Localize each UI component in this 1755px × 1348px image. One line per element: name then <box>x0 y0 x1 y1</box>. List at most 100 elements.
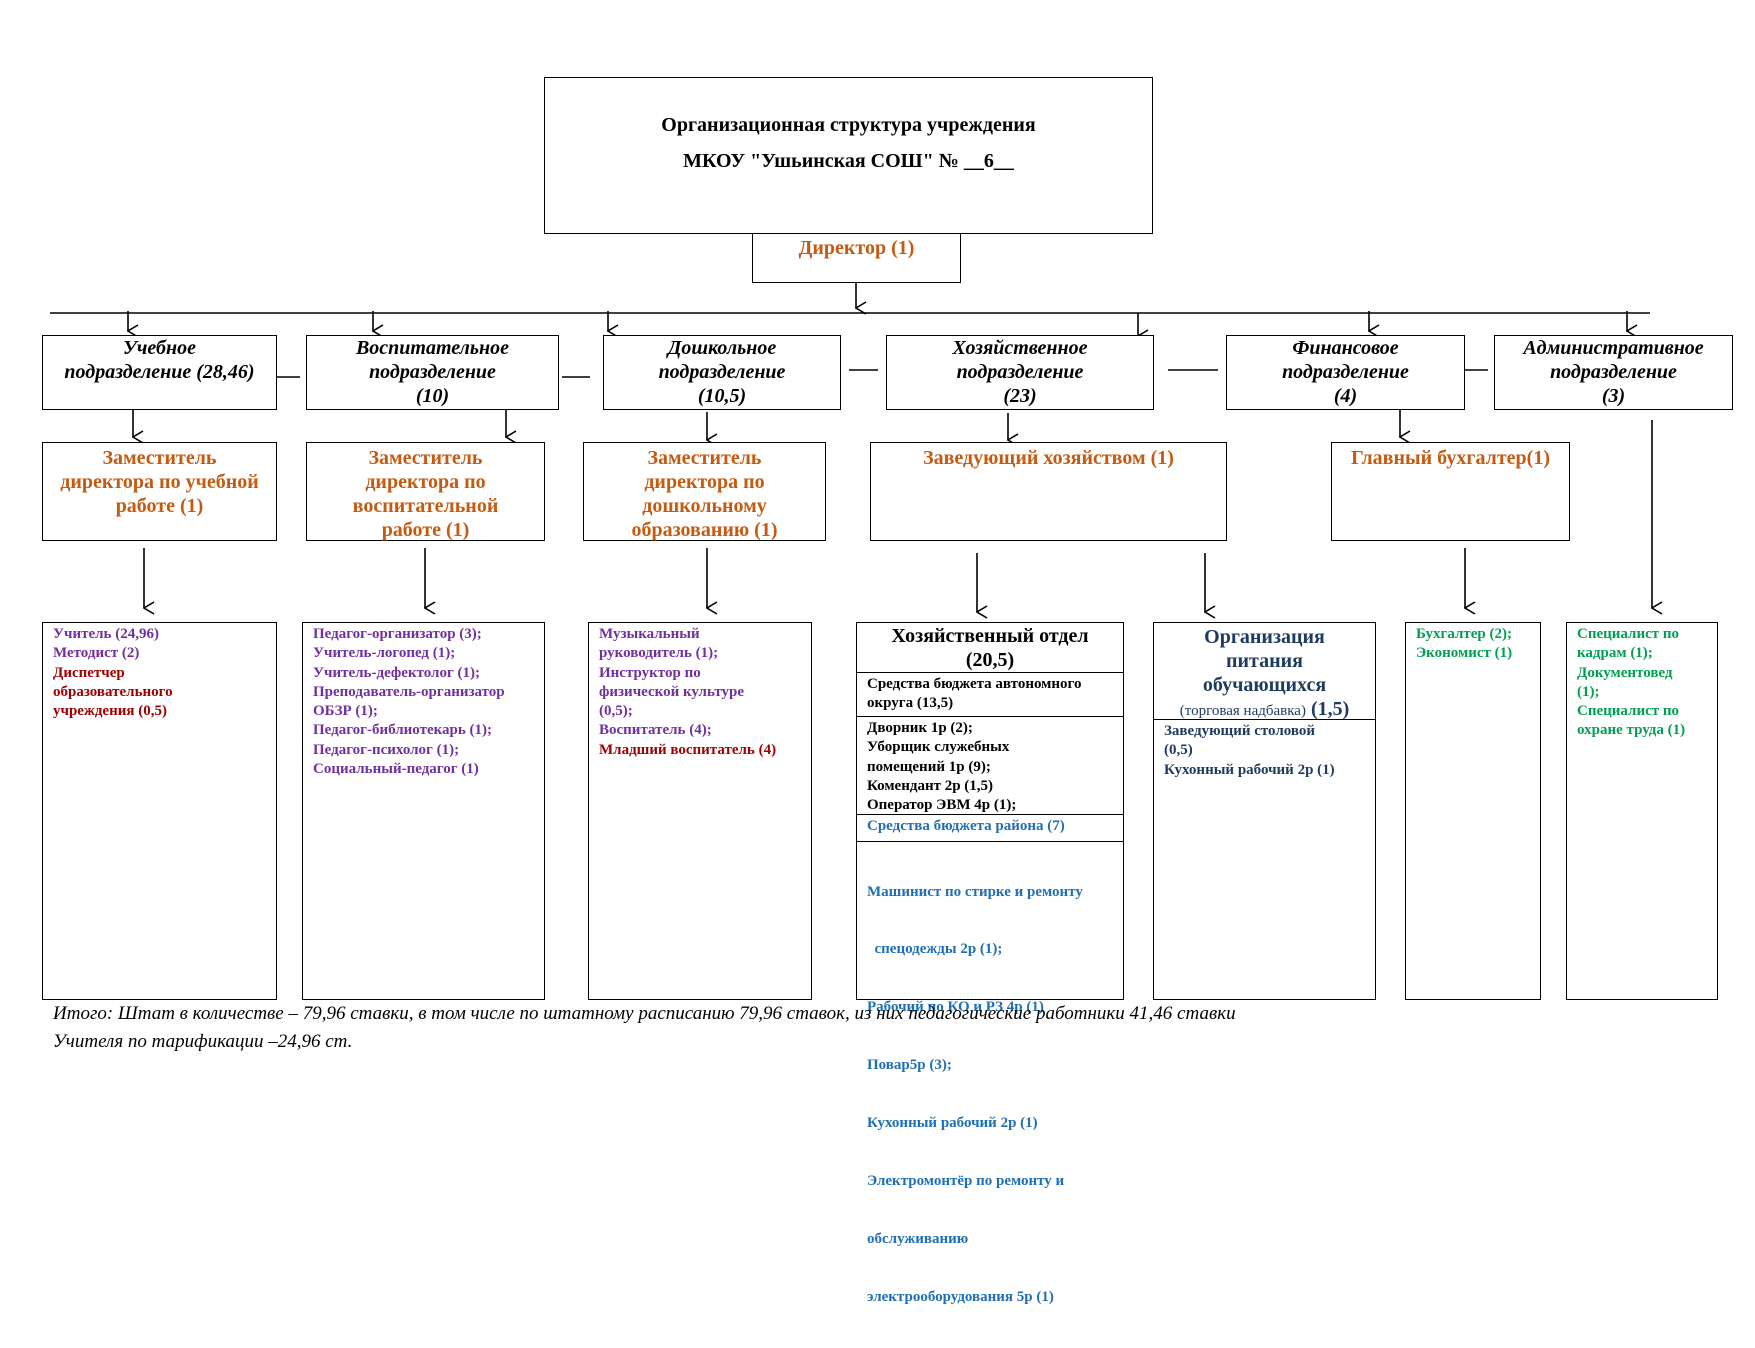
staff-upbringing-item: Педагог-библиотекарь (1); <box>313 722 493 739</box>
household-item: Комендант 2р (1,5) <box>867 777 994 794</box>
staff-study-item: учреждения (0,5) <box>53 703 167 720</box>
deputy-study-line2: директора по учебной <box>60 471 259 493</box>
catering-positions: Заведующий столовой (0,5) Кухонный рабоч… <box>1154 719 1375 782</box>
finance-item: Экономист (1) <box>1416 645 1513 662</box>
finance-item: Бухгалтер (2); <box>1416 626 1513 642</box>
catering-title-line2: питания <box>1226 650 1303 672</box>
deputy-upbringing-line4: работе (1) <box>381 519 470 541</box>
staff-upbringing-item: Социальный-педагог (1) <box>313 761 479 778</box>
household-item: обслуживанию <box>867 1230 969 1247</box>
catering-item: (0,5) <box>1164 742 1193 759</box>
division-household-line2: подразделение <box>956 361 1084 383</box>
admin-item: кадрам (1); <box>1577 645 1653 662</box>
household-item: Средства бюджета района (7) <box>867 818 1065 834</box>
catering-subtitle: (торговая надбавка) (1,5) <box>1154 697 1375 723</box>
staff-upbringing-box: Педагог-организатор (3); Учитель-логопед… <box>302 622 545 1000</box>
staff-study-item: Методист (2) <box>53 645 140 662</box>
deputy-upbringing: Заместитель директора по воспитательной … <box>306 442 545 541</box>
staff-preschool-item: Воспитатель (4); <box>599 722 712 739</box>
household-item: Уборщик служебных <box>867 739 1010 756</box>
staff-preschool-item: Музыкальный <box>599 626 700 642</box>
division-upbringing-line2: подразделение <box>369 361 496 383</box>
deputy-household: Заведующий хозяйством (1) <box>870 442 1227 541</box>
staff-preschool-item: физической культуре <box>599 683 744 700</box>
household-title-line2: (20,5) <box>965 649 1015 671</box>
director-label: Директор (1) <box>798 237 915 259</box>
staff-preschool-item: (0,5); <box>599 703 633 720</box>
staff-household-box: Хозяйственный отдел (20,5) Средства бюдж… <box>856 622 1124 1305</box>
admin-item: (1); <box>1577 683 1600 700</box>
household-item: округа (13,5) <box>867 695 954 712</box>
deputy-study-line1: Заместитель <box>102 447 217 469</box>
staff-admin-box: Специалист по кадрам (1); Документовед (… <box>1566 622 1718 1000</box>
deputy-preschool-line1: Заместитель <box>647 447 762 469</box>
admin-item: Специалист по <box>1577 626 1680 642</box>
catering-subtitle-small: (торговая надбавка) <box>1179 703 1306 719</box>
staff-study-item: Учитель (24,96) <box>53 626 159 642</box>
staff-upbringing-item: Педагог-психолог (1); <box>313 741 460 758</box>
admin-item: Документовед <box>1577 664 1673 681</box>
staff-study-box: Учитель (24,96) Методист (2) Диспетчер о… <box>42 622 277 1000</box>
staff-upbringing-item: ОБЗР (1); <box>313 703 378 720</box>
household-item: Рабочий по КО и РЗ 4р (1) <box>867 999 1044 1016</box>
division-upbringing-line1: Воспитательное <box>355 337 510 359</box>
catering-title: Организация питания обучающихся (торгова… <box>1154 623 1375 720</box>
household-section-autonomous: Средства бюджета автономного округа (13,… <box>857 672 1123 716</box>
division-preschool-line3: (10,5) <box>697 385 747 407</box>
connector-lines <box>50 282 1755 1241</box>
household-section-district: Средства бюджета района (7) <box>857 814 1123 841</box>
staff-preschool-item: Инструктор по <box>599 664 701 681</box>
deputy-preschool-line4: образованию (1) <box>631 519 778 541</box>
household-section-positions: Дворник 1р (2); Уборщик служебных помеще… <box>857 716 1123 814</box>
deputy-upbringing-line3: воспитательной <box>352 495 499 517</box>
household-item: Повар5р (3); <box>867 1057 952 1074</box>
title-line-1: Организационная структура учреждения <box>661 114 1036 136</box>
deputy-upbringing-line2: директора по <box>365 471 486 493</box>
division-admin-line1: Административное <box>1523 337 1704 359</box>
deputy-preschool-line3: дошкольному <box>642 495 767 517</box>
catering-title-line3: обучающихся <box>1202 674 1327 696</box>
deputy-finance-line1: Главный бухгалтер(1) <box>1350 447 1550 469</box>
deputy-upbringing-line1: Заместитель <box>368 447 483 469</box>
admin-item: охране труда (1) <box>1577 722 1686 739</box>
division-finance: Финансовое подразделение (4) <box>1226 335 1465 410</box>
division-preschool-line1: Дошкольное <box>667 337 777 359</box>
staff-study-item: образовательного <box>53 683 173 700</box>
household-item: электрооборудования 5р (1) <box>867 1288 1054 1305</box>
staff-preschool-item: Младший воспитатель (4) <box>599 741 777 758</box>
catering-title-line1: Организация <box>1204 626 1325 648</box>
division-household-line1: Хозяйственное <box>952 337 1088 359</box>
household-item: спецодежды 2р (1); <box>867 941 1003 958</box>
deputy-preschool: Заместитель директора по дошкольному обр… <box>583 442 826 541</box>
division-upbringing: Воспитательное подразделение (10) <box>306 335 559 410</box>
catering-subtitle-big: (1,5) <box>1305 698 1350 720</box>
deputy-study-line3: работе (1) <box>115 495 204 517</box>
title-line-2: МКОУ "Ушьинская СОШ" № __6__ <box>683 150 1014 172</box>
household-item: Оператор ЭВМ 4р (1); <box>867 797 1017 814</box>
staff-upbringing-item: Преподаватель-организатор <box>313 683 505 700</box>
division-admin-line2: подразделение <box>1550 361 1677 383</box>
division-study-line2: подразделение (28,46) <box>64 361 255 383</box>
division-upbringing-line3: (10) <box>415 385 450 407</box>
staff-catering-box: Организация питания обучающихся (торгова… <box>1153 622 1376 1000</box>
division-finance-line1: Финансовое <box>1292 337 1399 359</box>
staff-preschool-box: Музыкальный руководитель (1); Инструктор… <box>588 622 812 1000</box>
division-study-line1: Учебное <box>123 337 196 359</box>
catering-item: Заведующий столовой <box>1164 723 1316 739</box>
admin-item: Специалист по <box>1577 703 1680 720</box>
division-household-line3: (23) <box>1003 385 1037 407</box>
director-box: Директор (1) <box>752 233 961 283</box>
household-item: помещений 1р (9); <box>867 758 991 775</box>
division-admin-line3: (3) <box>1601 385 1626 407</box>
deputy-household-line1: Заведующий хозяйством (1) <box>923 447 1174 469</box>
catering-item: Кухонный рабочий 2р (1) <box>1164 761 1335 778</box>
division-finance-line3: (4) <box>1333 385 1358 407</box>
title-box: Организационная структура учреждения МКО… <box>544 77 1153 234</box>
staff-preschool-item: руководитель (1); <box>599 645 719 662</box>
staff-upbringing-item: Учитель-дефектолог (1); <box>313 664 481 681</box>
division-household: Хозяйственное подразделение (23) <box>886 335 1154 410</box>
household-item: Электромонтёр по ремонту и <box>867 1173 1065 1190</box>
staff-finance-box: Бухгалтер (2); Экономист (1) <box>1405 622 1541 1000</box>
household-item: Машинист по стирке и ремонту <box>867 883 1083 900</box>
household-item: Кухонный рабочий 2р (1) <box>867 1115 1038 1132</box>
